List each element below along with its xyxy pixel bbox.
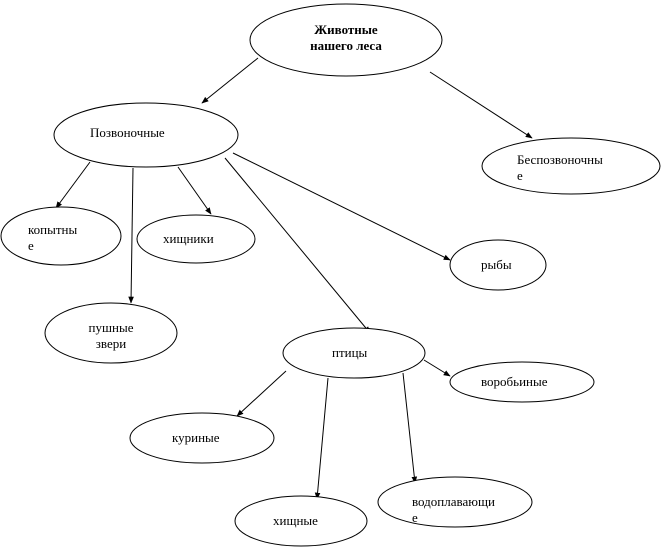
edge-birds-passerines: [423, 359, 451, 377]
edge-birds-raptors: [314, 377, 329, 500]
node-invertebrates-label: Беспозвоночны е: [517, 152, 603, 184]
node-ungulates: [0, 206, 122, 266]
node-waterfowl-line-1: водоплавающи: [412, 494, 495, 509]
edge-vertebrates-birds: [224, 157, 371, 334]
edge-vertebrates-predators: [177, 166, 212, 215]
node-fur: [44, 302, 178, 364]
edge-birds-galliformes: [236, 370, 287, 417]
node-predators-label: хищники: [163, 231, 214, 247]
edge-root-vertebrates: [201, 57, 259, 104]
node-invertebrates-line-1: Беспозвоночны: [517, 152, 603, 167]
node-birds-line-1: птицы: [332, 345, 368, 360]
node-waterfowl-label: водоплавающи е: [412, 494, 495, 526]
node-galliformes-line-1: куриные: [172, 430, 220, 445]
edge-vertebrates-ungulates: [55, 161, 91, 209]
node-vertebrates-label: Позвоночные: [90, 125, 165, 141]
node-predators-line-1: хищники: [163, 231, 214, 246]
node-invertebrates-line-2: е: [517, 168, 523, 183]
node-galliformes-label: куриные: [172, 430, 220, 446]
edge-vertebrates-fur: [128, 167, 134, 304]
node-raptors: [234, 495, 368, 547]
node-vertebrates: [53, 102, 239, 168]
node-vertebrates-line-1: Позвоночные: [90, 125, 165, 140]
edge-vertebrates-fish: [232, 152, 451, 261]
node-passerines-label: воробьиные: [481, 374, 548, 390]
node-ungulates-line-2: е: [28, 238, 34, 253]
node-galliformes: [129, 412, 275, 464]
node-invertebrates: [481, 137, 661, 195]
node-waterfowl: [377, 476, 533, 528]
node-ungulates-line-1: копытны: [28, 222, 78, 237]
node-fur-label: пушные звери: [79, 320, 143, 352]
node-birds-label: птицы: [332, 345, 367, 361]
node-passerines: [449, 361, 595, 403]
node-fish: [449, 239, 547, 291]
node-root-line-2: нашего леса: [310, 38, 382, 53]
node-passerines-line-1: воробьиные: [481, 374, 548, 389]
node-raptors-label: хищные: [273, 513, 318, 529]
node-root-label: Животные нашего леса: [296, 22, 396, 54]
edge-root-invertebrates: [429, 71, 533, 139]
node-birds: [282, 327, 426, 379]
node-fur-line-1: пушные: [88, 320, 134, 335]
edge-birds-waterfowl: [402, 372, 418, 484]
node-ungulates-label: копытны е: [28, 222, 77, 254]
node-root-line-1: Животные: [314, 22, 378, 37]
node-waterfowl-line-2: е: [412, 510, 418, 525]
node-fur-line-2: звери: [95, 336, 127, 351]
node-raptors-line-1: хищные: [273, 513, 318, 528]
node-fish-label: рыбы: [481, 257, 512, 273]
node-root: [249, 3, 443, 77]
node-fish-line-1: рыбы: [481, 257, 512, 272]
node-predators: [136, 214, 256, 264]
